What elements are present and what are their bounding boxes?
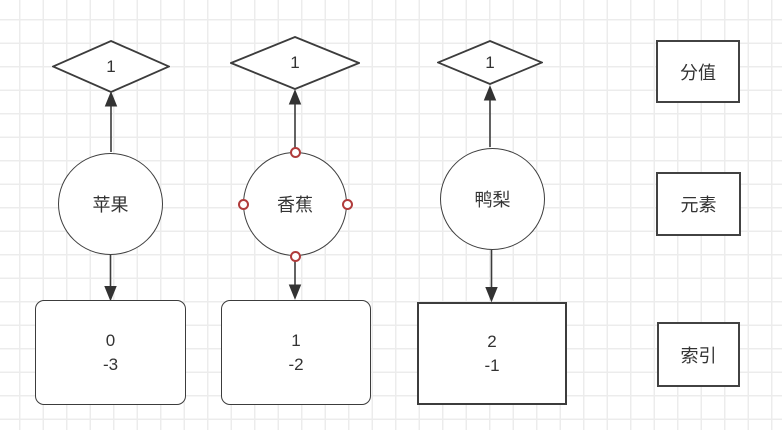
index-node-pear[interactable]: 2 -1: [417, 302, 567, 405]
element-label-apple: 苹果: [92, 195, 129, 215]
score-node-pear[interactable]: 1: [437, 40, 543, 85]
element-label-banana: 香蕉: [277, 195, 313, 215]
index-offset-pear: -1: [484, 355, 500, 375]
index-value-banana: 1: [291, 330, 301, 350]
legend-label-element: 元素: [680, 195, 717, 215]
index-node-banana[interactable]: 1 -2: [221, 300, 371, 405]
element-node-pear[interactable]: 鸭梨: [440, 148, 545, 250]
legend-label-score: 分值: [680, 62, 716, 83]
index-value-apple: 0: [105, 330, 116, 350]
connection-point-right[interactable]: [341, 198, 353, 210]
connection-point-bottom[interactable]: [289, 250, 301, 262]
legend-node-element[interactable]: 元素: [656, 172, 741, 236]
arrow-banana-to-index[interactable]: [288, 257, 302, 300]
score-node-apple[interactable]: 1: [52, 40, 170, 93]
legend-node-index[interactable]: 索引: [657, 322, 740, 387]
arrow-pear-to-score[interactable]: [483, 85, 497, 148]
arrow-apple-to-index[interactable]: [104, 255, 117, 302]
legend-node-score[interactable]: 分值: [656, 40, 740, 103]
score-node-banana[interactable]: 1: [230, 36, 360, 90]
element-label-pear: 鸭梨: [474, 190, 511, 210]
diamond-outline: [437, 40, 543, 85]
index-offset-banana: -2: [288, 354, 304, 374]
legend-label-index: 索引: [680, 345, 717, 366]
index-offset-apple: -3: [102, 354, 119, 374]
arrow-pear-to-index[interactable]: [485, 250, 498, 303]
element-node-banana[interactable]: 香蕉: [243, 152, 347, 256]
connection-point-left[interactable]: [237, 198, 249, 210]
diamond-outline: [230, 36, 360, 90]
index-node-apple[interactable]: 0 -3: [35, 300, 186, 405]
arrow-apple-to-score[interactable]: [104, 91, 118, 153]
index-value-pear: 2: [487, 331, 497, 351]
connection-point-top[interactable]: [289, 146, 301, 158]
diamond-outline: [52, 40, 170, 93]
arrow-banana-to-score[interactable]: [288, 89, 302, 152]
element-node-apple[interactable]: 苹果: [58, 153, 163, 255]
